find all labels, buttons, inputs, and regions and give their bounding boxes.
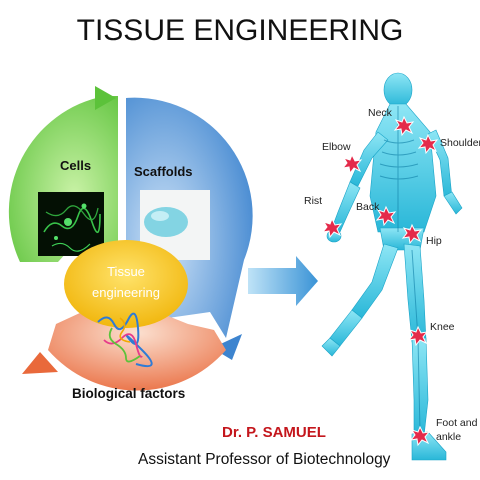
joint-label-shoulder: Shoulder [440, 137, 480, 149]
center-label-line1: Tissue [107, 264, 145, 279]
human-figure [321, 72, 463, 461]
center-label-line2: engineering [92, 285, 160, 300]
page-title: TISSUE ENGINEERING [76, 14, 404, 47]
ankle-marker [409, 425, 431, 447]
knee-marker [407, 325, 429, 347]
joint-label-foot-line2: ankle [436, 431, 461, 443]
joint-label-hip: Hip [426, 235, 442, 247]
back-marker [375, 205, 397, 227]
joint-markers [321, 115, 439, 447]
cells-label: Cells [60, 158, 91, 173]
rist-marker [321, 217, 343, 239]
right-arrow [248, 256, 318, 306]
joint-label-foot-line1: Foot and [436, 417, 478, 429]
scaffolds-label: Scaffolds [134, 164, 193, 179]
tissue-engineering-center: Tissue engineering [64, 240, 188, 328]
protein-structure-image [97, 312, 153, 368]
elbow-marker [341, 153, 363, 175]
author-name: Dr. P. SAMUEL [222, 424, 326, 441]
hip-marker [401, 223, 423, 245]
joint-label-elbow: Elbow [322, 141, 351, 153]
cells-image [38, 192, 104, 256]
joint-label-back: Back [356, 201, 380, 213]
author-role: Assistant Professor of Biotechnology [138, 451, 391, 468]
shoulder-marker [417, 133, 439, 155]
joint-label-neck: Neck [368, 107, 393, 119]
joint-label-knee: Knee [430, 321, 455, 333]
scaffolds-image [140, 190, 210, 260]
biological-factors-label: Biological factors [72, 386, 185, 401]
joint-label-rist: Rist [304, 195, 322, 207]
neck-marker [393, 115, 415, 137]
